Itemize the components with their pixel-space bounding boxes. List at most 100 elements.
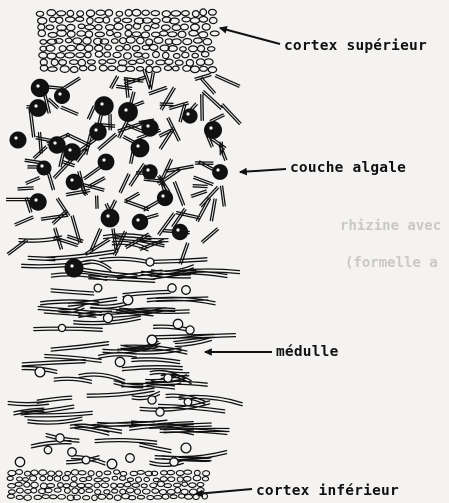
cortex-cell xyxy=(204,59,213,65)
cortex-cell xyxy=(38,18,47,25)
lower-cortex-cell xyxy=(152,489,159,494)
medulla-hypha xyxy=(34,327,102,331)
cortex-cell xyxy=(76,44,85,50)
cortex-cell xyxy=(67,31,75,37)
algal-cell xyxy=(143,165,157,179)
lower-cortex-cell xyxy=(184,470,192,474)
lower-cortex-cell xyxy=(40,483,47,489)
algal-cell-highlight xyxy=(34,104,37,107)
algal-cell-highlight xyxy=(209,126,212,129)
hypha-strand xyxy=(194,176,214,185)
lower-cortex-cell xyxy=(102,478,109,482)
round-cell xyxy=(123,295,133,305)
medulla-hypha xyxy=(54,377,91,383)
cortex-cell xyxy=(144,25,151,30)
cortex-cell xyxy=(178,31,186,37)
cortex-cell xyxy=(95,32,104,37)
lower-cortex-cell xyxy=(34,495,42,499)
cortex-cell xyxy=(88,65,96,70)
cortex-cell xyxy=(125,25,132,30)
cortex-cell xyxy=(85,52,92,58)
lower-cortex-cell xyxy=(160,477,167,482)
pointer-cortex-superieur xyxy=(220,28,280,44)
cortex-cell xyxy=(129,60,137,64)
cortex-cell xyxy=(156,60,165,65)
lower-cortex-cell xyxy=(65,471,71,475)
round-cell xyxy=(35,367,45,377)
round-cell xyxy=(184,398,192,406)
cortex-cell xyxy=(199,17,208,23)
cortex-cell xyxy=(163,52,169,58)
cortex-cell xyxy=(67,45,76,51)
cortex-cell xyxy=(132,9,141,16)
cortex-cell xyxy=(146,60,153,65)
lower-cortex-cell xyxy=(153,478,159,482)
hypha-strand xyxy=(125,200,149,211)
hypha-strand xyxy=(15,216,33,226)
lower-cortex-cell xyxy=(104,471,111,475)
algal-cell-highlight xyxy=(124,108,127,111)
lower-cortex-cell xyxy=(127,478,133,482)
cortex-cell xyxy=(191,66,200,73)
cortex-cell xyxy=(122,18,131,22)
algal-cell-highlight xyxy=(70,264,73,267)
medulla-hypha xyxy=(22,360,85,366)
cortex-cell xyxy=(125,10,132,17)
cortex-cell xyxy=(137,37,145,44)
cortex-cell xyxy=(114,18,121,23)
lower-cortex-cell xyxy=(98,494,106,499)
cortex-cell xyxy=(67,10,74,16)
algal-cell xyxy=(205,122,222,139)
cortex-cell xyxy=(76,53,84,58)
lower-cortex-cell xyxy=(111,483,117,488)
hypha-strand xyxy=(63,77,80,89)
cortex-cell xyxy=(114,32,121,37)
cortex-cell xyxy=(107,59,116,63)
algal-cell xyxy=(66,174,82,190)
cortex-cell xyxy=(66,17,75,22)
cortex-cell xyxy=(36,11,43,16)
hypha-strand xyxy=(200,78,215,95)
lower-cortex-cell xyxy=(16,495,23,499)
lower-cortex-cell xyxy=(7,494,14,498)
cortex-cell xyxy=(99,65,107,71)
algal-cell xyxy=(157,190,172,205)
hypha-strand xyxy=(96,196,99,208)
cortex-cell xyxy=(85,45,93,52)
lower-cortex-cell xyxy=(78,471,86,475)
cortex-cell xyxy=(120,38,127,44)
lower-cortex-cell xyxy=(143,489,151,494)
lower-cortex-cell xyxy=(154,496,162,500)
hypha-strand xyxy=(179,243,188,264)
cortex-cell xyxy=(59,46,66,52)
cortex-cell xyxy=(202,52,209,57)
pointer-couche-algale xyxy=(240,169,286,172)
lower-cortex-cell xyxy=(63,476,70,481)
lower-cortex-cell xyxy=(203,471,210,476)
lower-cortex-cell xyxy=(114,470,120,474)
cortex-cell xyxy=(85,31,92,38)
algal-cell xyxy=(95,97,113,115)
cortex-cell xyxy=(151,11,159,16)
lower-cortex-cell xyxy=(170,495,177,499)
cortex-cell xyxy=(104,52,111,57)
lower-cortex-cell xyxy=(144,477,150,481)
label-couche-algale: couche algale xyxy=(290,160,406,176)
lower-cortex-cell xyxy=(40,476,46,481)
algal-cell-highlight xyxy=(68,148,71,151)
cortex-cell xyxy=(106,25,115,30)
cortex-cell xyxy=(146,39,153,45)
pointer-cortex-superieur-arrowhead xyxy=(220,27,227,33)
cortex-cell xyxy=(168,32,177,37)
cortex-cell xyxy=(114,23,123,30)
cortex-cell xyxy=(191,24,200,31)
algal-cell xyxy=(55,89,70,104)
lower-cortex-cell xyxy=(50,495,57,499)
cortex-cell xyxy=(116,46,124,51)
lower-cortex-cell xyxy=(47,476,53,481)
medulla-hypha xyxy=(95,439,157,445)
cortex-cell xyxy=(192,53,198,58)
cortex-cell xyxy=(136,59,144,64)
cortex-cell xyxy=(194,38,203,43)
medulla-hypha xyxy=(83,260,111,271)
